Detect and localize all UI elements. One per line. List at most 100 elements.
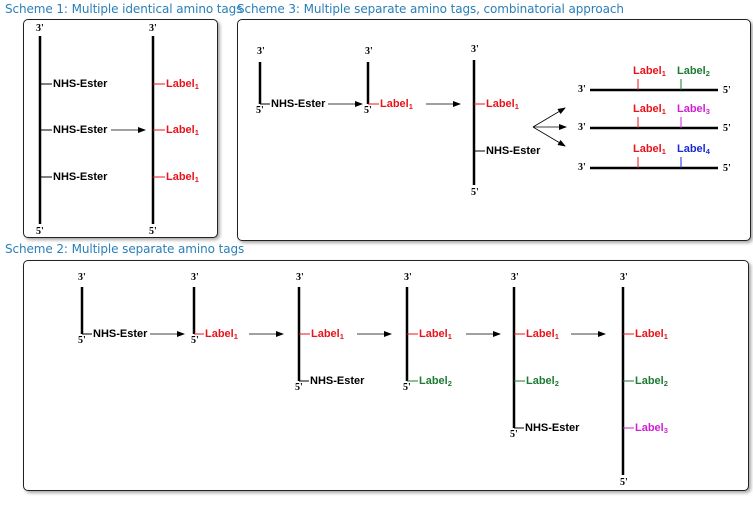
label1-subscript: 1	[194, 175, 199, 184]
scheme1-strand-right	[151, 36, 165, 224]
s1-a-5prime: 5'	[36, 226, 44, 237]
label1-subscript: 1	[194, 128, 199, 137]
s3-c-3prime: 3'	[471, 44, 479, 55]
s1-b-3prime: 3'	[149, 23, 157, 34]
s3-d2-label3: Label3	[677, 104, 710, 117]
label2-text: Label	[526, 375, 555, 387]
label2-subscript: 2	[554, 379, 559, 388]
s3-d3-label1: Label1	[633, 144, 666, 157]
s1-a-nhs-3: NHS-Ester	[53, 171, 108, 183]
label1-text: Label	[633, 143, 662, 155]
scheme2-panel	[23, 260, 749, 491]
s3-d2-label1: Label1	[633, 104, 666, 117]
s2-f-3prime: 3'	[620, 272, 628, 283]
s3-c-5prime: 5'	[471, 187, 479, 198]
label1-subscript: 1	[447, 332, 452, 341]
s1-b-label1-c: Label1	[166, 172, 199, 185]
s2-c-label1: Label1	[311, 329, 344, 342]
label1-subscript: 1	[339, 332, 344, 341]
s2-c-3prime: 3'	[296, 272, 304, 283]
s2-e-label2: Label2	[526, 376, 559, 389]
label1-text: Label	[166, 124, 195, 136]
label3-subscript: 3	[663, 426, 668, 435]
label1-subscript: 1	[233, 332, 238, 341]
s1-a-nhs-1: NHS-Ester	[53, 78, 108, 90]
label1-text: Label	[380, 98, 409, 110]
s3-c-label1: Label1	[486, 99, 519, 112]
label1-subscript: 1	[661, 107, 666, 116]
scheme3-panel	[237, 19, 751, 241]
label1-subscript: 1	[408, 102, 413, 111]
s3-a-3prime: 3'	[257, 46, 265, 57]
s3-b-3prime: 3'	[365, 46, 373, 57]
s3-b-label1: Label1	[380, 99, 413, 112]
s2-e-3prime: 3'	[511, 272, 519, 283]
s1-b-label1-a: Label1	[166, 79, 199, 92]
s2-c-5prime: 5'	[295, 382, 303, 393]
s3-b-5prime: 5'	[364, 105, 372, 116]
label1-text: Label	[205, 328, 234, 340]
s3-d3-3prime: 3'	[578, 162, 586, 173]
label1-text: Label	[311, 328, 340, 340]
s2-f-label3: Label3	[635, 423, 668, 436]
label2-text: Label	[419, 375, 448, 387]
s3-d1-label2: Label2	[677, 66, 710, 79]
s3-d2-3prime: 3'	[578, 122, 586, 133]
label1-text: Label	[166, 171, 195, 183]
label1-subscript: 1	[514, 102, 519, 111]
label1-subscript: 1	[554, 332, 559, 341]
s3-d1-3prime: 3'	[578, 84, 586, 95]
scheme2-title: Scheme 2: Multiple separate amino tags	[5, 242, 245, 256]
s3-d3-label4: Label4	[677, 144, 710, 157]
s2-f-label2: Label2	[635, 376, 668, 389]
label4-subscript: 4	[705, 147, 710, 156]
label2-subscript: 2	[447, 379, 452, 388]
label1-text: Label	[633, 103, 662, 115]
label1-text: Label	[166, 78, 195, 90]
s2-b-3prime: 3'	[191, 272, 199, 283]
scheme3-title: Scheme 3: Multiple separate amino tags, …	[237, 2, 624, 16]
scheme1-panel	[23, 19, 218, 238]
label1-subscript: 1	[663, 332, 668, 341]
s2-b-label1: Label1	[205, 329, 238, 342]
label3-text: Label	[635, 422, 664, 434]
s2-b-5prime: 5'	[191, 335, 199, 346]
s3-a-nhs: NHS-Ester	[271, 98, 326, 110]
s1-a-nhs-2: NHS-Ester	[53, 124, 108, 136]
s3-c-nhs: NHS-Ester	[486, 145, 541, 157]
s3-d1-label1: Label1	[633, 66, 666, 79]
s2-a-5prime: 5'	[78, 335, 86, 346]
s2-c-nhs: NHS-Ester	[310, 375, 365, 387]
scheme1-title: Scheme 1: Multiple identical amino tags	[5, 2, 243, 16]
label1-text: Label	[526, 328, 555, 340]
label2-text: Label	[677, 65, 706, 77]
label4-text: Label	[677, 143, 706, 155]
s1-a-3prime: 3'	[36, 23, 44, 34]
s2-f-5prime: 5'	[620, 477, 628, 488]
scheme1-strand-left	[38, 36, 52, 224]
label2-subscript: 2	[705, 69, 710, 78]
label1-text: Label	[633, 65, 662, 77]
s3-d2-5prime: 5'	[723, 123, 731, 134]
s2-a-nhs: NHS-Ester	[93, 328, 148, 340]
label1-text: Label	[486, 98, 515, 110]
s2-d-3prime: 3'	[404, 272, 412, 283]
label3-subscript: 3	[705, 107, 710, 116]
s2-a-3prime: 3'	[78, 272, 86, 283]
label1-text: Label	[419, 328, 448, 340]
s2-d-label1: Label1	[419, 329, 452, 342]
label3-text: Label	[677, 103, 706, 115]
s1-b-5prime: 5'	[149, 226, 157, 237]
label2-text: Label	[635, 375, 664, 387]
label1-subscript: 1	[661, 147, 666, 156]
label2-subscript: 2	[663, 379, 668, 388]
s2-e-5prime: 5'	[510, 429, 518, 440]
s2-e-label1: Label1	[526, 329, 559, 342]
label1-subscript: 1	[661, 69, 666, 78]
s2-d-label2: Label2	[419, 376, 452, 389]
label1-text: Label	[635, 328, 664, 340]
s1-b-label1-b: Label1	[166, 125, 199, 138]
s3-d3-5prime: 5'	[723, 163, 731, 174]
s2-f-label1: Label1	[635, 329, 668, 342]
